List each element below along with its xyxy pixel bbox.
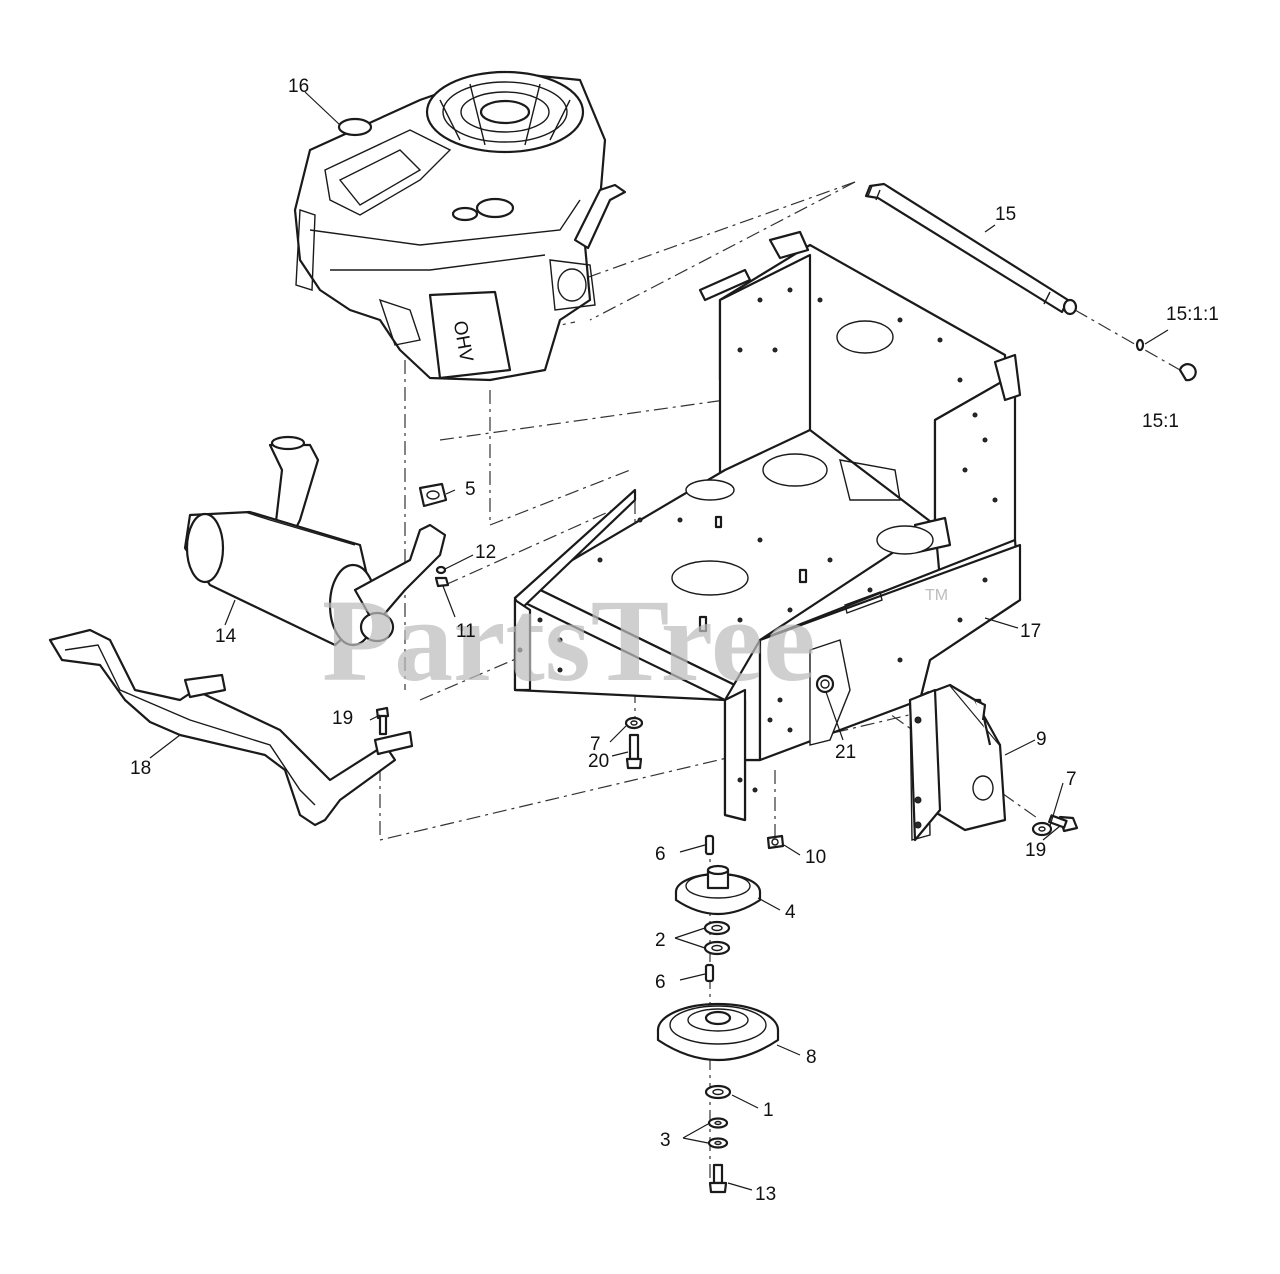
- callout-14: 14: [215, 626, 237, 647]
- muffler: [183, 435, 447, 647]
- engine: OHV: [293, 70, 627, 382]
- gasket-5: [418, 482, 448, 508]
- watermark: PartsTree: [322, 575, 816, 706]
- callout-12: 12: [475, 542, 496, 563]
- leader-lines: [149, 91, 1169, 1191]
- frame-holes: [517, 287, 998, 793]
- key-6-lower: [704, 963, 715, 983]
- callout-1: 1: [763, 1100, 774, 1121]
- washer-1: [704, 1084, 732, 1100]
- nut-10: [766, 834, 785, 850]
- spacers-2: [703, 920, 731, 956]
- washers-3: [707, 1117, 729, 1149]
- callout-8: 8: [806, 1047, 817, 1068]
- callout-3: 3: [660, 1130, 671, 1151]
- rod-15: [864, 182, 1197, 382]
- callout-4: 4: [785, 902, 796, 923]
- callout-19-left: 19: [332, 708, 353, 729]
- mount-bracket-9: [908, 683, 1007, 842]
- bolt-19-right: [1048, 814, 1079, 833]
- callout-20: 20: [588, 751, 609, 772]
- callout-9: 9: [1036, 729, 1047, 750]
- nut-11: [434, 576, 450, 588]
- callout-17: 17: [1020, 621, 1041, 642]
- pulley-8: [656, 1002, 780, 1062]
- callout-15-1: 15:1: [1142, 411, 1179, 432]
- callout-13: 13: [755, 1184, 776, 1205]
- bolt-13: [708, 1163, 728, 1194]
- callout-2: 2: [655, 930, 666, 951]
- callout-21: 21: [835, 742, 856, 763]
- callout-19-right: 19: [1025, 840, 1046, 861]
- watermark-tm: TM: [925, 587, 948, 604]
- callout-7-right: 7: [1066, 769, 1077, 790]
- bolt-20: [625, 733, 643, 770]
- callout-11: 11: [456, 621, 476, 642]
- callout-15: 15: [995, 204, 1016, 225]
- frame-chassis: [513, 230, 1022, 822]
- callout-5: 5: [465, 479, 476, 500]
- callout-15-1-1: 15:1:1: [1166, 304, 1219, 325]
- key-6-upper: [704, 834, 715, 856]
- washer-7-right: [1031, 821, 1053, 837]
- callout-6-upper: 6: [655, 844, 666, 865]
- washer-7-left: [624, 716, 644, 730]
- callout-7-left: 7: [590, 734, 601, 755]
- callouts: 16 15 15:1:1 15:1 5 12 11 14 17 19 18 7 …: [130, 76, 1219, 1205]
- callout-16: 16: [288, 76, 309, 97]
- pulley-4: [674, 864, 762, 916]
- callout-18: 18: [130, 758, 151, 779]
- callout-6-lower: 6: [655, 972, 666, 993]
- callout-10: 10: [805, 847, 826, 868]
- washer-12: [435, 565, 447, 575]
- bolt-19-left: [375, 706, 390, 736]
- bumper-tube: [48, 628, 414, 827]
